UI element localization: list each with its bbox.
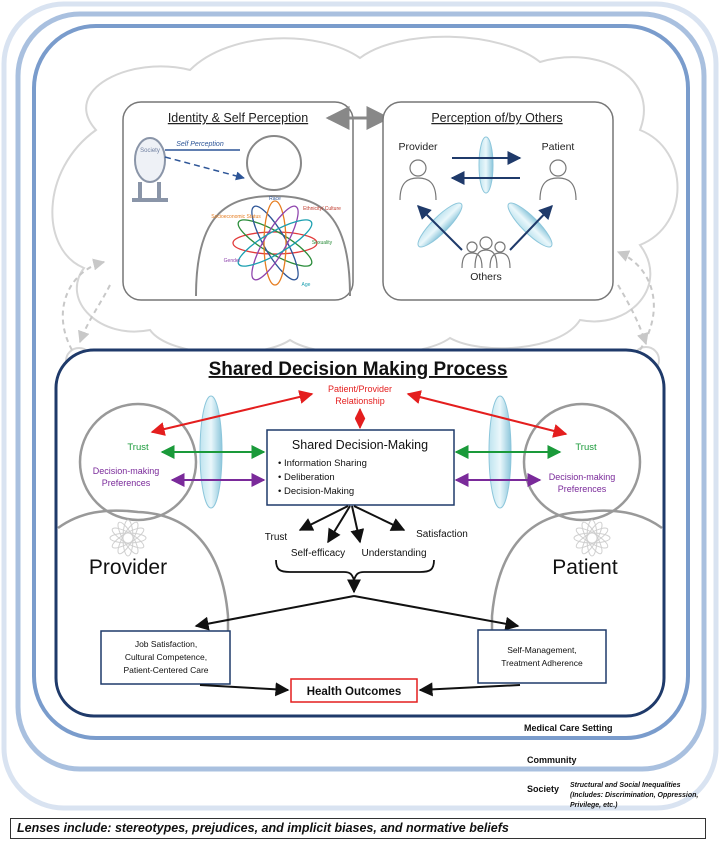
perception-patient-icon bbox=[539, 159, 577, 201]
sdm-box-bullet-2: • Deliberation bbox=[278, 472, 335, 483]
branch-left-arrow bbox=[194, 595, 355, 631]
patient-to-health-arrow bbox=[418, 682, 521, 697]
provider-to-health-arrow bbox=[199, 682, 290, 697]
relationship-label-line2: Relationship bbox=[335, 396, 385, 406]
branch-right-arrow bbox=[353, 595, 520, 631]
perception-provider-icon bbox=[399, 159, 437, 201]
provider-flower-icon bbox=[109, 519, 147, 557]
outcome-understanding: Understanding bbox=[361, 548, 426, 559]
lenses-footer: Lenses include: stereotypes, prejudices,… bbox=[10, 818, 706, 839]
society-note-line-2: (Includes: Discrimination, Oppression, bbox=[570, 792, 698, 799]
mirror-label: Society bbox=[140, 148, 160, 154]
identity-label-gender: Gender bbox=[224, 258, 241, 264]
society-frame bbox=[1, 1, 719, 811]
identity-label-age: Age bbox=[302, 282, 311, 288]
health-outcomes-box bbox=[290, 678, 418, 703]
arrow-to-trust bbox=[298, 505, 349, 531]
sdm-box-title: Shared Decision-Making bbox=[292, 438, 428, 452]
provider-head-circle bbox=[78, 402, 198, 522]
society-note-line-3: Privilege, etc.) bbox=[570, 802, 618, 809]
relationship-arrow-right bbox=[406, 390, 568, 438]
relationship-arrow-left bbox=[150, 390, 314, 436]
perception-lens-top bbox=[478, 136, 494, 194]
provider-body bbox=[57, 509, 230, 650]
self-person-head bbox=[246, 135, 302, 191]
medical-setting-label: Medical Care Setting bbox=[524, 723, 613, 733]
patient-head-circle bbox=[522, 402, 642, 522]
society-note-line-1: Structural and Social Inequalities bbox=[570, 782, 681, 789]
others-group-icon bbox=[461, 236, 511, 269]
sdm-box-bullet-1: • Information Sharing bbox=[278, 458, 367, 469]
perception-patient-label: Patient bbox=[542, 141, 575, 153]
outcome-satisfaction: Satisfaction bbox=[416, 529, 468, 540]
identity-label-ses: Socioeconomic Status bbox=[211, 214, 261, 220]
community-frame bbox=[15, 11, 707, 772]
arrow-to-self-efficacy bbox=[327, 505, 351, 544]
diagram-canvas: Identity & Self Perception Society Self … bbox=[1, 1, 719, 811]
cloud-loop-left-arrow bbox=[61, 258, 106, 351]
identity-label-sexuality: Sexuality bbox=[312, 240, 333, 246]
self-perception-label: Self Perception bbox=[176, 141, 224, 148]
patient-label: Patient bbox=[552, 556, 618, 579]
others-to-provider-arrow bbox=[417, 205, 463, 251]
others-label: Others bbox=[470, 271, 502, 283]
provider-label: Provider bbox=[89, 556, 167, 579]
sdm-box bbox=[266, 429, 455, 506]
patient-outcome-line-2: Treatment Adherence bbox=[501, 658, 583, 668]
relationship-label-line1: Patient/Provider bbox=[328, 384, 392, 394]
patient-body bbox=[490, 509, 663, 650]
patient-pref-line2: Preferences bbox=[558, 484, 607, 494]
self-person-body bbox=[195, 194, 351, 297]
identity-label-race: Race bbox=[269, 196, 281, 202]
identity-atom bbox=[232, 200, 318, 286]
mirror-icon bbox=[132, 137, 168, 202]
identity-label-ethnicity: Ethnicity/ Culture bbox=[303, 206, 341, 212]
arrow-to-satisfaction bbox=[353, 505, 406, 531]
patient-pref-line1: Decision-making bbox=[549, 472, 616, 482]
perception-panel bbox=[382, 101, 614, 301]
others-to-patient-arrow bbox=[509, 204, 553, 251]
patient-outcomes-box bbox=[477, 629, 607, 684]
provider-trust-label: Trust bbox=[127, 442, 149, 453]
outcome-self-efficacy: Self-efficacy bbox=[291, 548, 345, 559]
arrow-to-understanding bbox=[350, 505, 365, 544]
community-label: Community bbox=[527, 755, 577, 765]
medical-setting-frame bbox=[32, 24, 690, 740]
identity-panel-title: Identity & Self Perception bbox=[168, 111, 308, 125]
self-perception-dashed-arrow bbox=[164, 156, 245, 181]
sdm-box-bullet-3: • Decision-Making bbox=[278, 486, 354, 497]
provider-outcome-line-1: Job Satisfaction, bbox=[135, 639, 197, 649]
sdm-title: Shared Decision Making Process bbox=[209, 359, 508, 380]
patient-trust-label: Trust bbox=[575, 442, 597, 453]
society-label: Society bbox=[527, 784, 559, 794]
health-outcomes-label: Health Outcomes bbox=[307, 686, 402, 698]
perception-lens-right bbox=[507, 202, 553, 248]
cloud-loop-left-arrow-down bbox=[78, 284, 111, 344]
provider-pref-line1: Decision-making bbox=[93, 466, 160, 476]
provider-outcome-line-2: Cultural Competence, bbox=[125, 652, 207, 662]
perception-panel-title: Perception of/by Others bbox=[431, 111, 562, 125]
outcome-trust: Trust bbox=[265, 532, 288, 543]
provider-outcomes-box bbox=[100, 630, 231, 685]
cloud-loop-right-arrow bbox=[616, 250, 655, 351]
provider-outcome-line-3: Patient-Centered Care bbox=[123, 665, 208, 675]
perception-provider-label: Provider bbox=[398, 141, 438, 153]
provider-pref-line2: Preferences bbox=[102, 478, 151, 488]
perception-lens-left bbox=[417, 202, 463, 248]
patient-flower-icon bbox=[573, 519, 611, 557]
patient-outcome-line-1: Self-Management, bbox=[507, 645, 576, 655]
